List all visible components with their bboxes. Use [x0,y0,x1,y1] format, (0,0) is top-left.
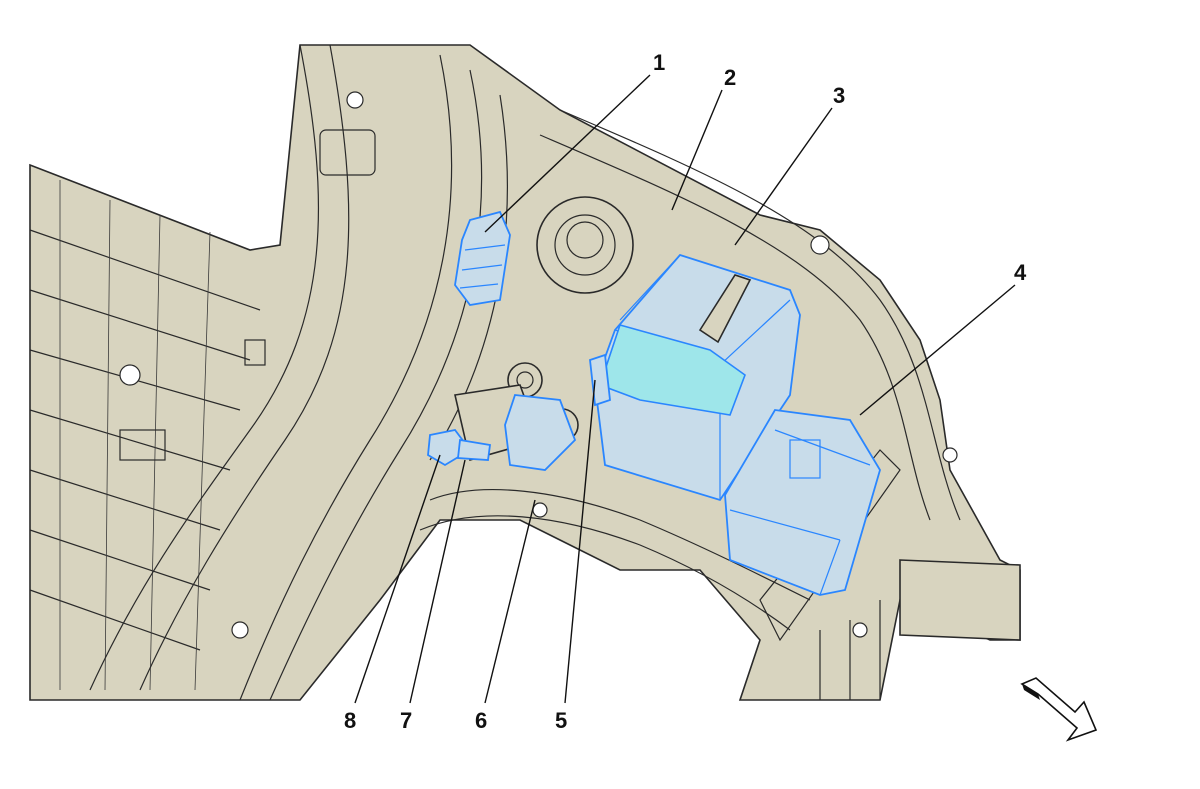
callout-1: 1 [653,50,665,75]
chassis-body [29,44,1021,701]
callout-8: 8 [344,708,356,733]
callout-5: 5 [555,708,567,733]
callout-3: 3 [833,83,845,108]
leader-6 [484,499,536,704]
callout-6: 6 [475,708,487,733]
leader-1 [484,74,651,233]
highlighted-parts [427,210,881,596]
part-6-pump [504,394,577,471]
callout-labels: 1 2 3 4 5 6 7 8 [344,50,1027,733]
leader-8 [354,454,441,704]
leader-lines [354,74,1016,704]
leader-7 [409,459,466,704]
arrow-down-right-icon [1020,677,1098,742]
callout-7: 7 [400,708,412,733]
leader-2 [671,89,723,211]
leader-3 [734,107,833,246]
part-8-connector [457,438,492,461]
callout-4: 4 [1014,260,1027,285]
part-5-bracket [589,353,611,407]
leader-5 [564,379,596,704]
part-4-fuse-box [724,409,881,596]
callout-2: 2 [724,65,736,90]
leader-4 [859,284,1016,416]
